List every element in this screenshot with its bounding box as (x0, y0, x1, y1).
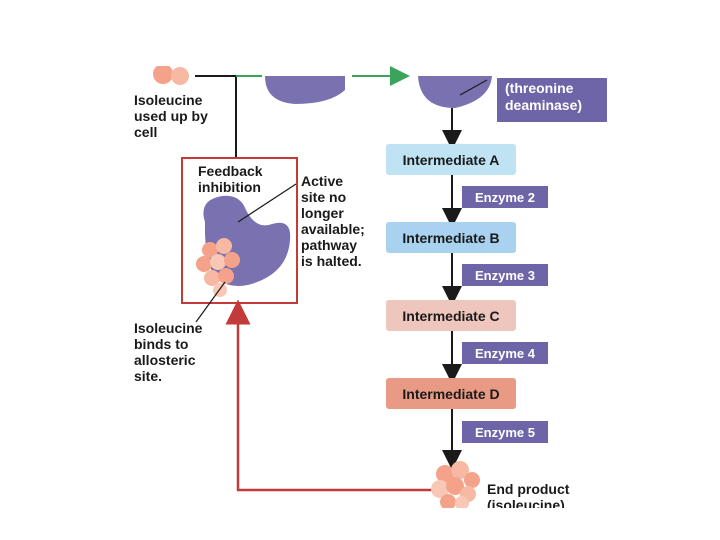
enzyme1-shape-right (418, 76, 492, 108)
end-product-cluster (431, 461, 480, 510)
bottom-crop-mask (0, 508, 720, 540)
allosteric-pointer (195, 281, 226, 323)
enzyme1-label-line2: deaminase) (505, 97, 583, 113)
enzyme1-shape-left (265, 76, 345, 104)
isoleucine-used-label: Isoleucine used up by cell (134, 92, 208, 140)
enzyme-4-label: Enzyme 4 (462, 342, 548, 364)
active-site-label: Active site no longer available; pathway… (301, 173, 365, 269)
feedback-inhibition-label: Feedback inhibition (198, 163, 263, 195)
isoleucine-binds-label: Isoleucine binds to allosteric site. (134, 320, 203, 384)
isoleucine-bound-cluster (196, 238, 240, 297)
top-crop-mask (0, 0, 720, 66)
intermediate-c-box: Intermediate C (386, 300, 516, 331)
enzyme-3-label: Enzyme 3 (462, 264, 548, 286)
enzyme-5-label: Enzyme 5 (462, 421, 548, 443)
intermediate-b-box: Intermediate B (386, 222, 516, 253)
feedback-arrow (225, 299, 432, 492)
enzyme-2-label: Enzyme 2 (462, 186, 548, 208)
intermediate-a-box: Intermediate A (386, 144, 516, 175)
enzyme1-pointer (459, 79, 488, 96)
active-site-pointer (237, 183, 297, 223)
enzyme1-label-box: (threonine deaminase) (497, 78, 607, 122)
isoleucine-cluster-top (153, 64, 189, 85)
enzyme1-label-line1: (threonine (505, 80, 574, 96)
intermediate-d-box: Intermediate D (386, 378, 516, 409)
